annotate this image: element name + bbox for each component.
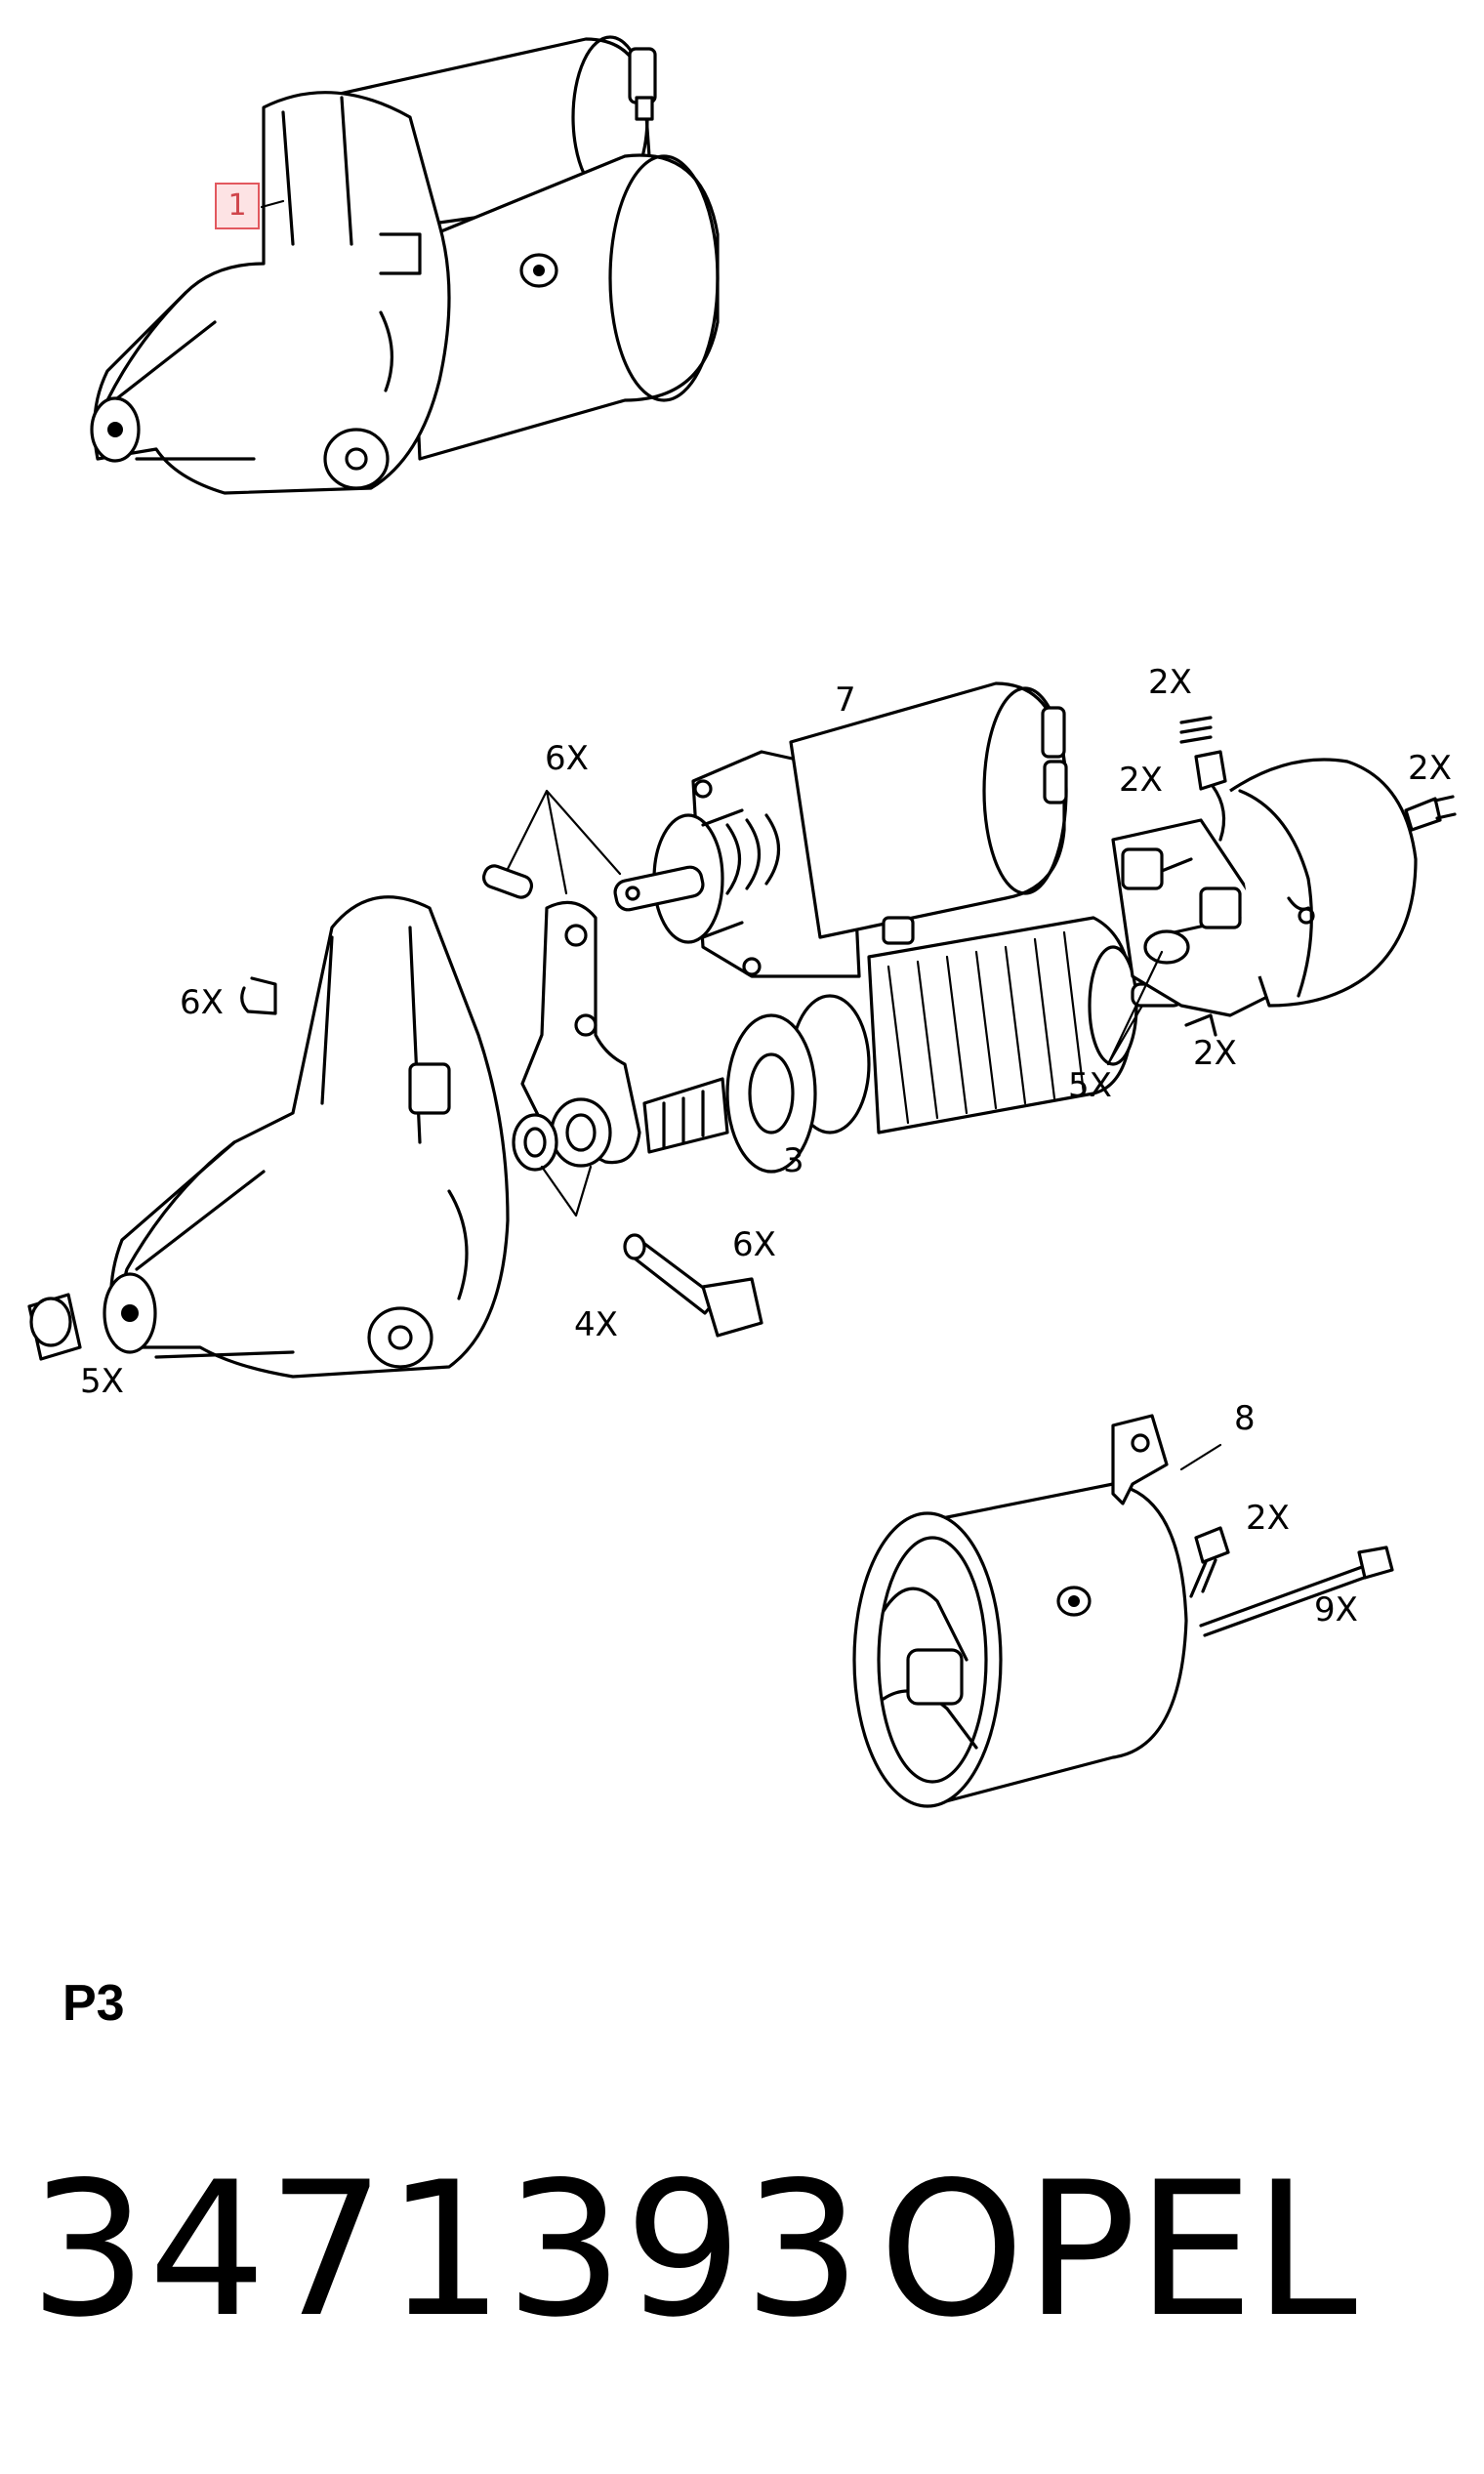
label-washers: 4X [574, 1305, 618, 1344]
callout-number-1[interactable]: 1 [215, 183, 260, 229]
end-cap-screw-illustration [1404, 795, 1457, 832]
label-brush: 2X [1119, 761, 1163, 800]
label-armature: 3 [783, 1141, 804, 1180]
shift-fork-illustration [512, 900, 641, 1172]
label-bushing-front: 5X [80, 1362, 124, 1401]
commutator-end-cap-illustration [1229, 758, 1418, 1008]
bracket-illustration [1111, 1414, 1169, 1505]
page-code: P3 [62, 1975, 125, 2032]
brush-holder-illustration [1111, 716, 1271, 1037]
assembled-starter-illustration [90, 35, 720, 495]
label-solenoid: 7 [835, 680, 856, 720]
label-clip: 6X [180, 983, 224, 1022]
terminal-clip-illustration [1189, 1526, 1230, 1598]
label-roll-pins: 6X [545, 739, 589, 778]
solenoid-illustration [613, 681, 1068, 978]
label-end-cap-screws: 2X [1408, 749, 1452, 788]
clip-illustration [240, 976, 277, 1015]
part-number: 3471393 [29, 2142, 863, 2358]
callout-leader [260, 199, 285, 209]
drive-end-housing-illustration [103, 895, 510, 1379]
bolt-illustration [623, 1233, 763, 1338]
bushing-front-illustration [27, 1293, 82, 1361]
leader-lines [506, 789, 1222, 1471]
label-brush-holder-screws: 2X [1193, 1034, 1237, 1073]
label-brush-spring: 2X [1148, 663, 1192, 702]
label-through-bolt: 9X [1314, 1590, 1358, 1629]
label-terminal-clip: 2X [1246, 1499, 1290, 1538]
brand-name: OPEL [879, 2142, 1358, 2358]
yoke-illustration [852, 1482, 1188, 1808]
roll-pin-illustration [481, 864, 534, 899]
label-bushings: 5X [1068, 1066, 1112, 1105]
label-bracket: 8 [1234, 1399, 1256, 1438]
label-bolt: 6X [732, 1225, 776, 1264]
through-bolt-illustration [1199, 1546, 1394, 1637]
